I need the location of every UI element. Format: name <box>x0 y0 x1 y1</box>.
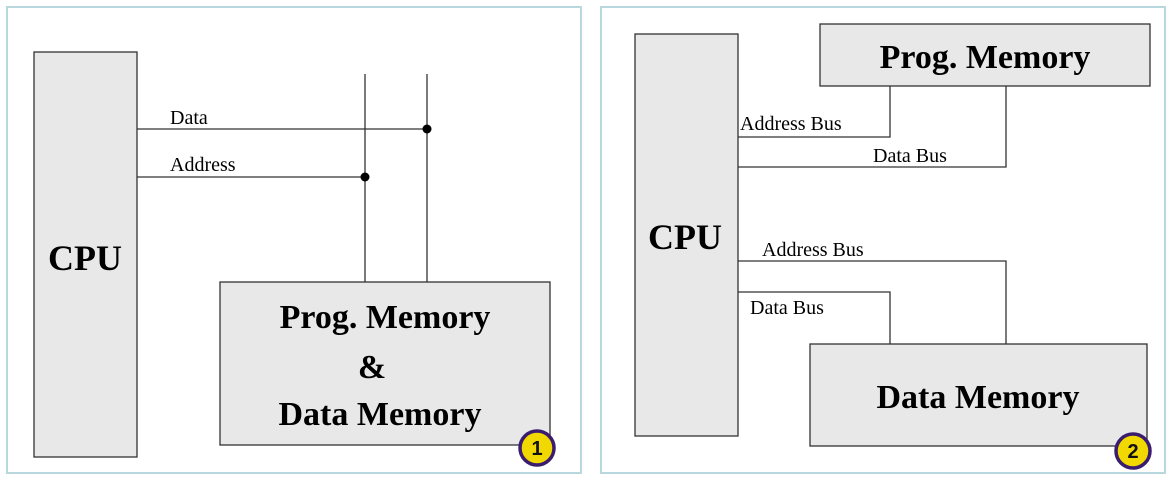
cpu-label-2: CPU <box>648 217 722 257</box>
dm-data-bus-label: Data Bus <box>750 297 824 319</box>
diagram-1: CPU Data Address Prog. Memory & Data Mem… <box>33 51 556 467</box>
badge-2 <box>1114 432 1152 470</box>
prog-address-bus-line <box>738 86 891 138</box>
prog-address-bus-label: Address Bus <box>740 113 842 135</box>
cpu-block-2 <box>634 33 739 437</box>
dm-address-bus-label: Address Bus <box>762 239 864 261</box>
cpu-label: CPU <box>48 238 122 278</box>
dm-data-bus-line <box>738 291 891 344</box>
memory-label-line3: Data Memory <box>279 396 482 433</box>
cpu-block <box>33 51 138 458</box>
badge-1-label: 1 <box>531 438 542 460</box>
badge-2-label: 2 <box>1127 441 1138 463</box>
memory-label-line2: & <box>358 349 386 386</box>
address-junction-node <box>360 172 370 182</box>
prog-data-bus-line <box>738 86 1007 168</box>
data-memory-label: Data Memory <box>877 379 1080 416</box>
memory-label-line1: Prog. Memory <box>280 299 491 336</box>
address-line-label: Address <box>170 154 236 176</box>
prog-data-bus-label: Data Bus <box>873 145 947 167</box>
diagram-2: CPU Prog. Memory Address Bus Data Bus Ad… <box>634 23 1152 470</box>
prog-data-memory-block <box>219 281 551 446</box>
data-line-label: Data <box>170 107 208 129</box>
prog-memory-block <box>819 23 1151 87</box>
prog-memory-label: Prog. Memory <box>880 39 1091 76</box>
badge-1 <box>518 429 556 467</box>
dm-address-bus-line <box>738 260 1007 344</box>
data-junction-node <box>422 124 432 134</box>
data-memory-block <box>809 343 1148 447</box>
